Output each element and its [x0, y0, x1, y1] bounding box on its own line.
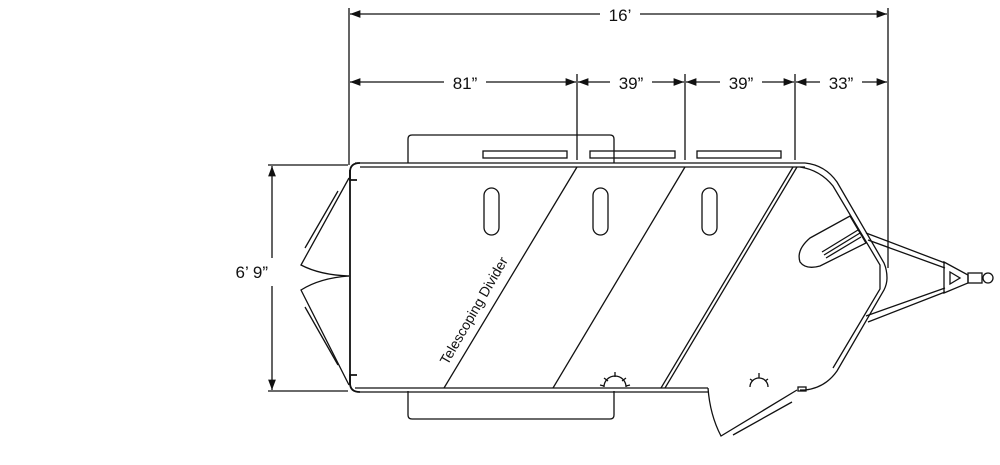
- section-dimensions: 81” 39” 39” 33”: [350, 74, 887, 160]
- divider-label: Telescoping Divider: [436, 254, 511, 367]
- section-2-label: 39”: [619, 74, 644, 93]
- overall-length-dimension: 16’: [348, 6, 889, 268]
- trailer-body: [349, 162, 888, 393]
- width-label: 6’ 9”: [236, 263, 269, 282]
- feed-slot: [483, 187, 500, 236]
- section-3-label: 39”: [729, 74, 754, 93]
- telescoping-divider: [443, 166, 578, 389]
- feed-slot: [701, 187, 718, 236]
- feed-slot: [592, 187, 609, 236]
- width-dimension: 6’ 9”: [236, 164, 348, 392]
- light-icon: [599, 372, 631, 388]
- window: [589, 150, 676, 159]
- upper-tack-compartment: [407, 134, 615, 163]
- rear-doors: [300, 177, 350, 386]
- saddle-rack: [798, 215, 867, 268]
- light-icon: [749, 373, 769, 388]
- escape-door: [707, 386, 807, 437]
- overall-length-label: 16’: [609, 6, 632, 25]
- hitch-tongue: [865, 232, 994, 323]
- section-1-label: 81”: [453, 74, 478, 93]
- stall-divider: [552, 166, 686, 389]
- lower-tack-compartment: [407, 391, 615, 420]
- stall-divider: [660, 166, 798, 389]
- section-4-label: 33”: [829, 74, 854, 93]
- window: [696, 150, 782, 159]
- window: [482, 150, 568, 159]
